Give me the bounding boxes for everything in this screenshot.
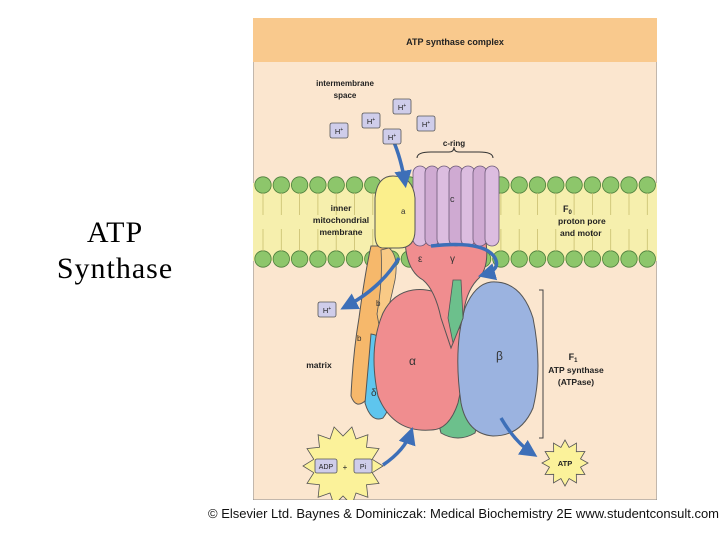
- lipid-head: [510, 250, 528, 268]
- atp-label: ATP: [558, 459, 572, 468]
- intermembrane-label-1: intermembrane: [316, 79, 374, 88]
- lipid-head: [547, 250, 565, 268]
- subunit-b-label-2: b: [357, 334, 362, 343]
- subunit-c-label: c: [450, 194, 455, 204]
- lipid-head: [638, 176, 656, 194]
- c-ring: [412, 165, 500, 247]
- c-ring-brace: [416, 146, 494, 159]
- subunit-alpha-label: α: [409, 354, 416, 368]
- subunit-epsilon-label: ε: [418, 254, 423, 265]
- svg-text:H+: H+: [422, 120, 430, 129]
- subunit-gamma-label: γ: [450, 254, 455, 265]
- f0-label-2: proton pore: [558, 216, 606, 226]
- lipid-head: [254, 250, 272, 268]
- lipid-head: [290, 250, 309, 268]
- c-ring-label: c-ring: [443, 139, 465, 148]
- lipid-head: [309, 250, 327, 268]
- subunit-beta-label: β: [496, 349, 503, 363]
- subunit-b-label-1: b: [376, 299, 381, 308]
- lipid-head: [565, 250, 583, 268]
- slide-title-line-1: ATP: [86, 216, 144, 249]
- svg-text:H+: H+: [367, 117, 375, 126]
- lipid-head: [272, 176, 290, 194]
- pi-label: Pi: [360, 464, 367, 471]
- h-ion-2: H+: [361, 112, 381, 129]
- lipid-head: [345, 250, 364, 268]
- f0-label-main: F: [563, 204, 569, 214]
- svg-text:H+: H+: [398, 103, 406, 112]
- atp-output-arrow: [499, 417, 538, 457]
- subunit-beta: [457, 281, 539, 437]
- lipid-head: [620, 250, 638, 268]
- atp-burst: [541, 439, 589, 487]
- inner-membrane-label-1: inner: [331, 203, 352, 213]
- copyright-caption: © Elsevier Ltd. Baynes & Dominiczak: Med…: [208, 506, 719, 521]
- pi-box: [353, 458, 373, 474]
- subunit-a-label: a: [401, 207, 406, 216]
- plus-sign: +: [343, 463, 348, 472]
- f1-label-main: F: [569, 352, 575, 362]
- lipid-head: [583, 250, 601, 268]
- lipid-head: [254, 176, 272, 194]
- lipid-head: [345, 176, 364, 194]
- lipid-head: [602, 176, 620, 194]
- inner-membrane-label-2: mitochondrial: [313, 215, 369, 225]
- lipid-head: [620, 176, 638, 194]
- f1-label: F1: [569, 352, 579, 364]
- lipid-head: [565, 176, 583, 194]
- lipid-head: [528, 250, 547, 268]
- lipid-head: [547, 176, 565, 194]
- inner-membrane-label-3: membrane: [320, 227, 363, 237]
- lipid-head: [528, 176, 547, 194]
- diagram-header: ATP synthase complex: [406, 37, 504, 47]
- f0-label-3: and motor: [560, 228, 602, 238]
- svg-text:H+: H+: [388, 133, 396, 142]
- lipid-head: [290, 176, 309, 194]
- atp-synthase-diagram: ATP synthase complex inner mitochondrial…: [253, 18, 657, 500]
- f0-label: F0: [563, 204, 573, 216]
- header-band: [253, 18, 657, 62]
- slide-title-line-2: Synthase: [56, 252, 174, 285]
- lipid-head: [583, 176, 601, 194]
- f1-bracket: [539, 289, 544, 439]
- lipid-head: [602, 250, 620, 268]
- svg-text:H+: H+: [323, 306, 331, 315]
- adp-burst: [302, 426, 384, 500]
- h-ion-4: H+: [329, 122, 349, 139]
- f1-label-sub: 1: [574, 358, 578, 364]
- matrix-label: matrix: [306, 360, 332, 370]
- intermembrane-label-2: space: [334, 91, 357, 100]
- rotation-arrow: [430, 242, 499, 281]
- f0-label-sub: 0: [569, 210, 573, 216]
- c-subunit: [484, 165, 500, 247]
- slide-title: ATP Synthase: [30, 215, 200, 287]
- lipid-head: [272, 250, 290, 268]
- proton-exit-arrow: [340, 257, 401, 310]
- adp-box: [314, 458, 338, 474]
- h-ion-3: H+: [416, 115, 436, 132]
- lipid-head: [638, 250, 656, 268]
- h-ion-matrix: H+: [317, 301, 337, 318]
- adp-input-arrow: [382, 427, 416, 467]
- subunit-a: [374, 175, 416, 249]
- lipid-head: [510, 176, 528, 194]
- lipid-head: [309, 176, 327, 194]
- adp-label: ADP: [319, 464, 334, 471]
- central-stalk-green: [447, 279, 464, 345]
- f1-label-3: (ATPase): [558, 377, 594, 387]
- lipid-head: [327, 250, 345, 268]
- subunit-delta-label: δ: [371, 388, 377, 399]
- h-ion-1: H+: [392, 98, 412, 115]
- lipid-head: [327, 176, 345, 194]
- svg-text:H+: H+: [335, 127, 343, 136]
- f1-label-2: ATP synthase: [548, 365, 604, 375]
- h-ion-5: H+: [382, 128, 402, 145]
